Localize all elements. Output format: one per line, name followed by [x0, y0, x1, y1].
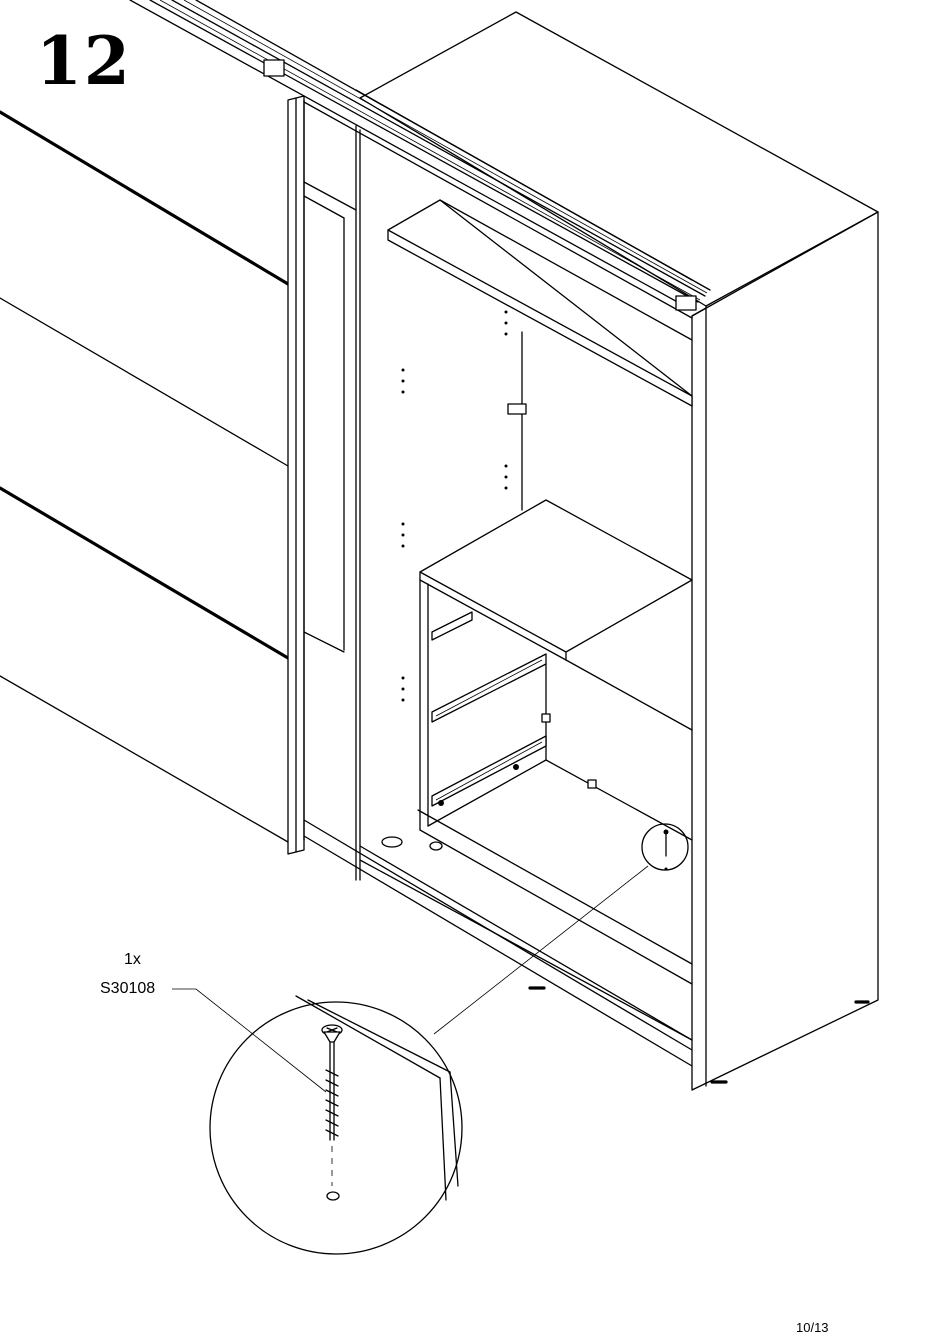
drawer-unit [420, 500, 692, 984]
interior [360, 332, 692, 1040]
detail-callout [210, 824, 688, 1254]
sliding-doors [0, 96, 304, 854]
step-number: 12 [36, 28, 132, 94]
part-code: S30108 [100, 980, 155, 998]
screw-icon [322, 1025, 342, 1200]
page-number: 10/13 [796, 1320, 829, 1335]
part-leader-line [172, 989, 326, 1092]
part-quantity: 1x [124, 951, 141, 969]
